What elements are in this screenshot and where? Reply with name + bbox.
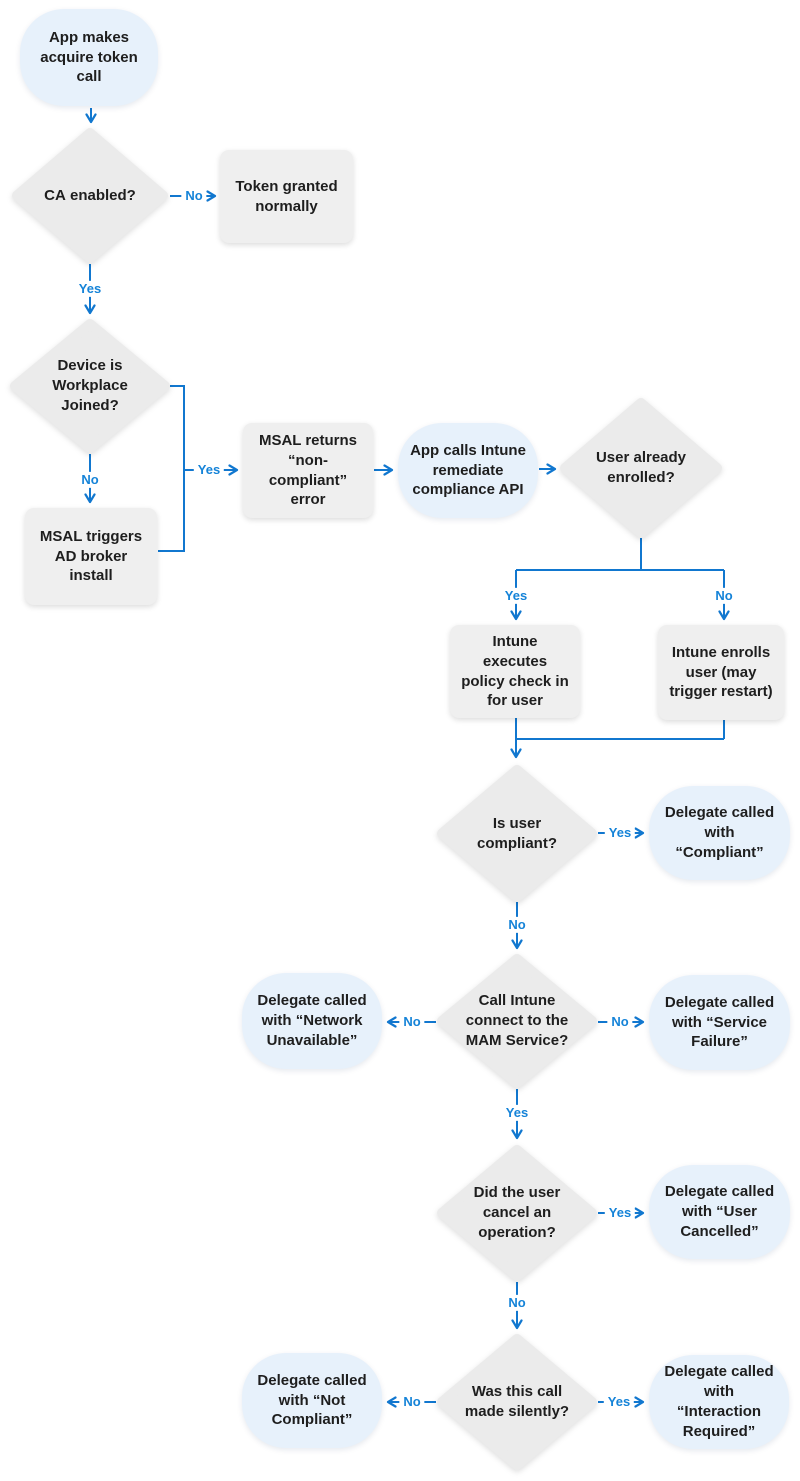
terminal-remediate-api: App calls Intune remediate compliance AP… bbox=[398, 423, 538, 518]
process-broker-install-label: MSAL triggers AD broker install bbox=[39, 527, 143, 585]
edge-label-enrolled-no: No bbox=[711, 587, 737, 605]
terminal-delegate-network-unavailable-label: Delegate called with “Network Unavailabl… bbox=[257, 992, 367, 1049]
diamond-shape bbox=[560, 398, 722, 538]
decision-workplace-joined-label: Device is Workplace Joined? bbox=[52, 357, 128, 414]
edge-label-mam-no-right: No bbox=[607, 1013, 633, 1031]
terminal-delegate-service-failure: Delegate called with “Service Failure” bbox=[649, 975, 790, 1070]
process-token-granted-label: Token granted normally bbox=[235, 177, 338, 215]
terminal-delegate-user-cancelled: Delegate called with “User Cancelled” bbox=[649, 1165, 790, 1259]
diamond-shape bbox=[437, 1145, 597, 1281]
diamond-shape bbox=[437, 954, 597, 1088]
edge-label-silent-no: No bbox=[399, 1393, 425, 1411]
edge-label-workplace-yes: Yes bbox=[193, 461, 225, 479]
edge-label-cancel-no: No bbox=[504, 1294, 530, 1312]
terminal-delegate-interaction-required-label: Delegate called with “Interaction Requir… bbox=[664, 1363, 774, 1440]
edge-label-ca-yes: Yes bbox=[74, 280, 106, 298]
terminal-delegate-not-compliant-label: Delegate called with “Not Compliant” bbox=[257, 1371, 367, 1429]
terminal-delegate-user-cancelled-label: Delegate called with “User Cancelled” bbox=[664, 1183, 775, 1240]
ca-bold-text: CA bbox=[44, 186, 66, 204]
process-policy-checkin-label: Intune executes policy check in for user bbox=[461, 632, 569, 710]
edge-label-enrolled-yes: Yes bbox=[500, 587, 532, 605]
process-broker-install: MSAL triggers AD broker install bbox=[25, 508, 157, 605]
decision-call-silent: Was this call made silently? bbox=[437, 1334, 597, 1470]
edge-label-compliant-no: No bbox=[504, 916, 530, 934]
diamond-shape bbox=[10, 319, 170, 453]
edge-label-silent-yes: Yes bbox=[603, 1393, 635, 1411]
process-enroll-user-label: Intune enrolls user (may trigger restart… bbox=[669, 643, 773, 701]
diamond-shape bbox=[437, 1334, 597, 1470]
process-token-granted: Token granted normally bbox=[220, 150, 353, 243]
decision-workplace-joined: Device is Workplace Joined? bbox=[10, 319, 170, 453]
edge-label-ca-no: No bbox=[181, 187, 207, 205]
terminal-delegate-network-unavailable: Delegate called with “Network Unavailabl… bbox=[242, 973, 382, 1069]
edge-label-mam-no-left: No bbox=[399, 1013, 425, 1031]
decision-user-cancel: Did the user cancel an operation? bbox=[437, 1145, 597, 1281]
terminal-delegate-interaction-required: Delegate called with “Interaction Requir… bbox=[649, 1355, 789, 1449]
terminal-remediate-api-label: App calls Intune remediate compliance AP… bbox=[410, 441, 526, 499]
edge-label-mam-yes: Yes bbox=[501, 1104, 533, 1122]
decision-mam-service-label: Call Intune connect to the MAM Service? bbox=[465, 992, 569, 1049]
decision-ca-enabled: CA enabled? bbox=[12, 128, 168, 263]
edge-label-workplace-no: No bbox=[77, 471, 103, 489]
terminal-delegate-service-failure-label: Delegate called with “Service Failure” bbox=[664, 993, 775, 1051]
process-msal-error: MSAL returns “non-compliant” error bbox=[243, 423, 373, 518]
decision-user-enrolled-label: User already enrolled? bbox=[595, 449, 687, 486]
terminal-delegate-compliant: Delegate called with “Compliant” bbox=[649, 786, 790, 880]
decision-ca-enabled-label: CA enabled? bbox=[12, 186, 168, 206]
terminal-delegate-compliant-label: Delegate called with “Compliant” bbox=[664, 804, 775, 861]
decision-user-enrolled: User already enrolled? bbox=[560, 398, 722, 538]
start-node: App makes acquire token call bbox=[20, 9, 158, 106]
process-enroll-user: Intune enrolls user (may trigger restart… bbox=[658, 625, 784, 720]
process-policy-checkin: Intune executes policy check in for user bbox=[450, 625, 580, 718]
diamond-shape bbox=[12, 128, 168, 263]
edge-label-cancel-yes: Yes bbox=[604, 1204, 636, 1222]
edge-label-compliant-yes: Yes bbox=[604, 824, 636, 842]
decision-mam-service: Call Intune connect to the MAM Service? bbox=[437, 954, 597, 1088]
process-msal-error-label: MSAL returns “non-compliant” error bbox=[258, 431, 358, 509]
decision-user-compliant-label: Is user compliant? bbox=[476, 814, 557, 852]
diamond-shape bbox=[437, 765, 597, 902]
ca-rest-text: enabled? bbox=[65, 186, 136, 204]
decision-call-silent-label: Was this call made silently? bbox=[464, 1383, 570, 1420]
terminal-delegate-not-compliant: Delegate called with “Not Compliant” bbox=[242, 1353, 382, 1448]
start-node-label: App makes acquire token call bbox=[40, 28, 138, 86]
decision-user-cancel-label: Did the user cancel an operation? bbox=[473, 1184, 561, 1241]
decision-user-compliant: Is user compliant? bbox=[437, 765, 597, 902]
